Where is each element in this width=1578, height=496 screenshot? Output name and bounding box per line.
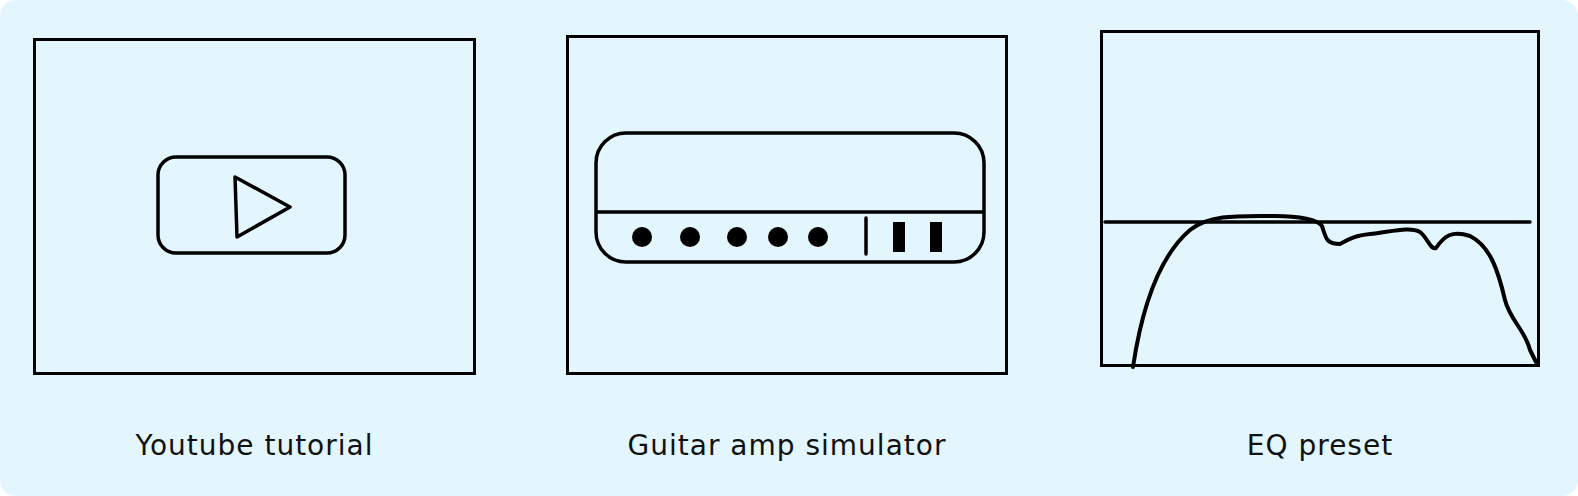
illustration-box: Guitar amp simulator	[566, 35, 1008, 375]
eq-curve	[1133, 216, 1536, 367]
amp-panel-line	[597, 210, 983, 214]
amp-controls	[632, 222, 942, 252]
amp-knob	[727, 227, 747, 247]
play-triangle	[235, 177, 290, 237]
amp-knob	[768, 227, 788, 247]
amp-knob	[808, 227, 828, 247]
illustration-box: Youtube tutorial	[33, 38, 476, 375]
amp-switch	[930, 222, 942, 252]
amp-divider	[864, 218, 868, 254]
illustration-box: EQ preset	[1100, 30, 1540, 367]
amp-body	[596, 133, 984, 262]
caption-text: Guitar amp simulator	[569, 429, 1005, 462]
play-button-frame	[158, 157, 345, 253]
amp-knob	[632, 227, 652, 247]
caption-text: EQ preset	[1103, 429, 1537, 462]
amp-knob	[680, 227, 700, 247]
amp-switch	[893, 222, 905, 252]
caption-text: Youtube tutorial	[36, 429, 473, 462]
